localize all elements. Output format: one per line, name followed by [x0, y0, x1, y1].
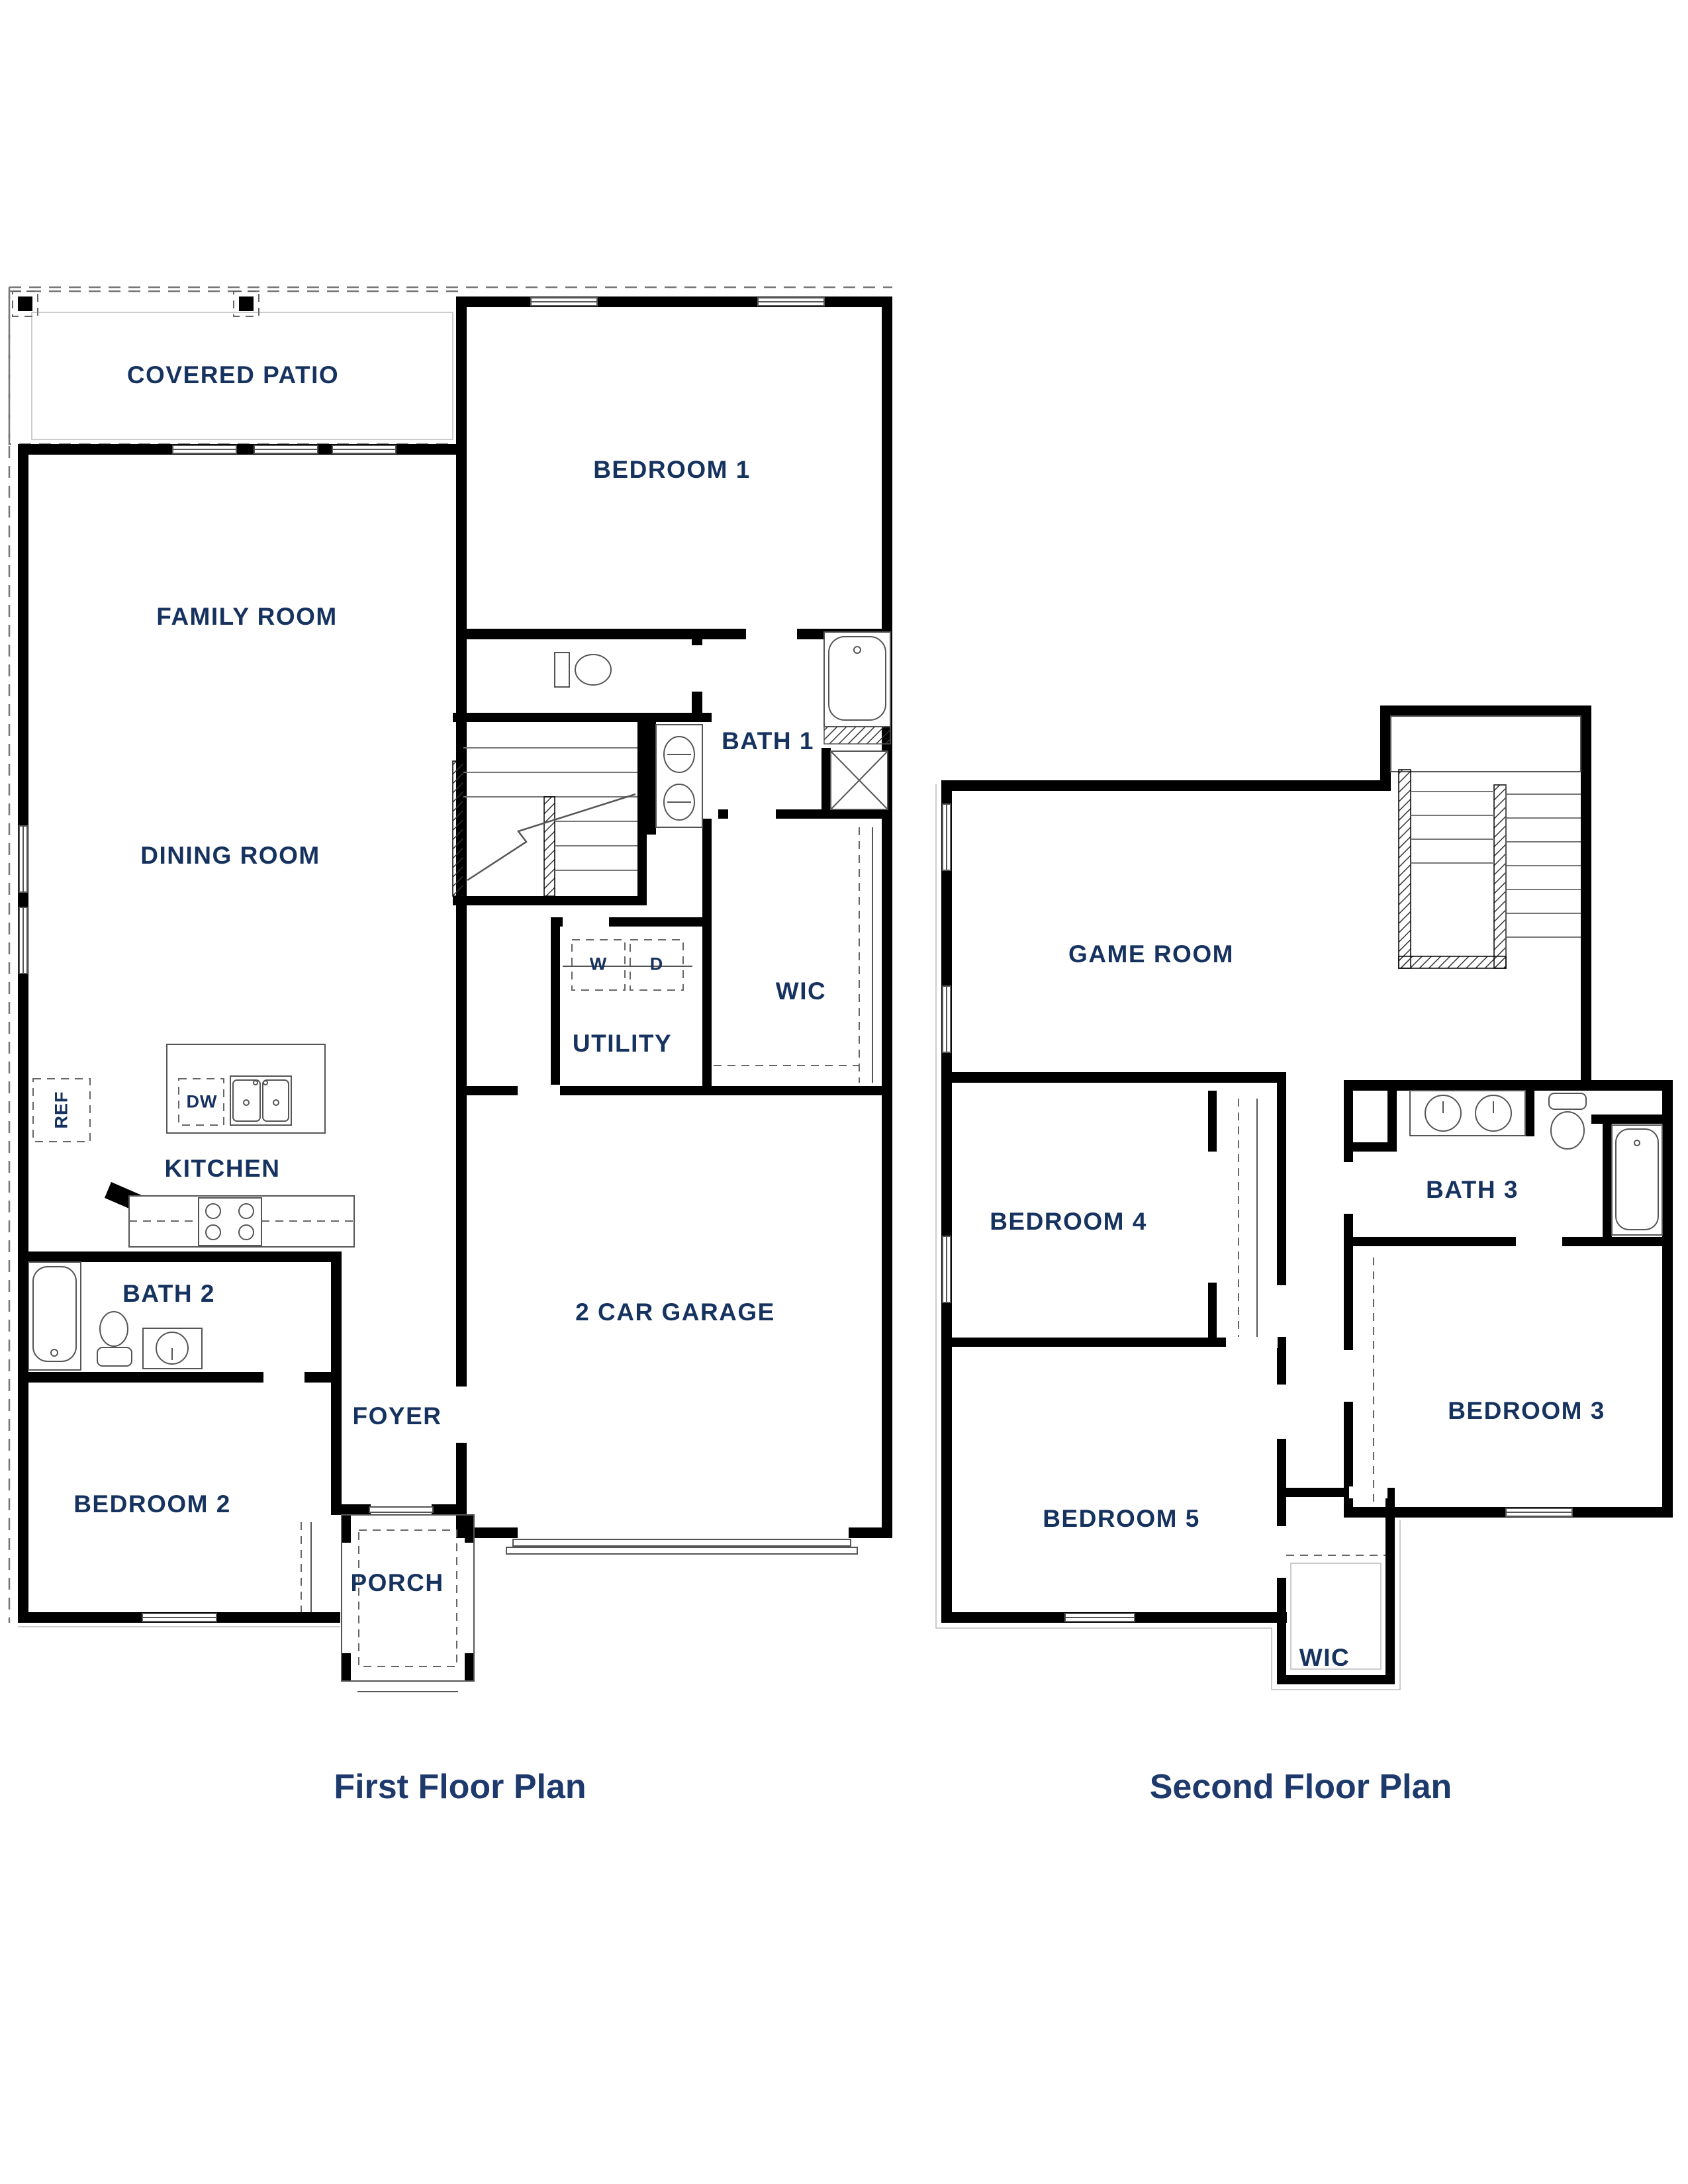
- room-label-wic-first-floor: WIC: [775, 978, 827, 1005]
- room-label-kitchen: KITCHEN: [164, 1155, 281, 1182]
- washer-label: W: [589, 954, 608, 974]
- bath1-shower: [830, 751, 888, 810]
- room-label-bedroom5: BEDROOM 5: [1043, 1505, 1200, 1532]
- second-floor-windows: [942, 803, 1573, 1622]
- stairs-first-floor: [452, 747, 637, 897]
- dishwasher-label: DW: [186, 1091, 218, 1112]
- washer-box: [571, 939, 626, 991]
- wic-closet-rod-lines: [714, 827, 873, 1083]
- dining-room-windows: [19, 825, 28, 974]
- bath2-toilet: [97, 1311, 132, 1367]
- room-label-family-room: FAMILY ROOM: [156, 603, 338, 630]
- second-floor-door-openings: [1226, 1162, 1562, 1578]
- porch-outline: [341, 1506, 475, 1692]
- room-label-game-room: GAME ROOM: [1068, 940, 1234, 968]
- room-label-bedroom2: BEDROOM 2: [73, 1490, 231, 1518]
- refrigerator-label: REF: [51, 1091, 71, 1129]
- first-floor-door-openings: [263, 627, 849, 1539]
- bath1-toilet: [554, 652, 612, 688]
- room-label-bath3: BATH 3: [1426, 1176, 1519, 1203]
- room-label-utility: UTILITY: [572, 1030, 673, 1057]
- room-label-bath1: BATH 1: [722, 727, 814, 754]
- bath3-vanity: [1409, 1090, 1526, 1136]
- first-floor-windows: [19, 297, 825, 1622]
- bedroom2-closet-lines: [301, 1522, 312, 1612]
- kitchen-range-counter: [128, 1195, 355, 1248]
- room-label-bedroom4: BEDROOM 4: [990, 1208, 1147, 1235]
- kitchen-island: [166, 1044, 326, 1134]
- roof-overhang-dashed-lines: [8, 286, 892, 1623]
- room-label-dining-room: DINING ROOM: [140, 842, 320, 869]
- room-label-porch: PORCH: [350, 1569, 444, 1596]
- garage-door: [506, 1539, 858, 1555]
- stairs-second-floor: [1390, 715, 1581, 969]
- first-floor-caption: First Floor Plan: [334, 1768, 586, 1806]
- wic2-closet-lines: [1286, 1555, 1385, 1670]
- room-label-wic-second-floor: WIC: [1299, 1644, 1350, 1671]
- patio-post: [239, 296, 254, 311]
- first-floor-plan: [8, 286, 892, 1692]
- dryer-box: [630, 939, 684, 991]
- room-label-foyer: FOYER: [352, 1402, 442, 1430]
- bedroom2-window: [142, 1613, 217, 1622]
- room-label-covered-patio: COVERED PATIO: [126, 361, 340, 388]
- second-floor-plan: [935, 705, 1673, 1690]
- room-label-garage: 2 CAR GARAGE: [575, 1298, 775, 1326]
- bath3-tub: [1611, 1124, 1663, 1236]
- bath2-tub: [28, 1261, 81, 1371]
- bath3-toilet: [1548, 1093, 1587, 1150]
- refrigerator-box: [32, 1078, 91, 1142]
- family-room-windows: [172, 445, 397, 454]
- patio-post: [18, 296, 32, 311]
- bath1-vanity: [655, 724, 703, 828]
- bedroom1-windows: [530, 297, 825, 306]
- room-label-bedroom3: BEDROOM 3: [1448, 1397, 1605, 1424]
- second-floor-caption: Second Floor Plan: [1149, 1768, 1452, 1806]
- second-floor-foundation-lines: [935, 784, 1401, 1690]
- bath1-tub: [823, 631, 891, 745]
- room-label-bath2: BATH 2: [122, 1280, 215, 1307]
- room-label-bedroom1: BEDROOM 1: [593, 456, 751, 483]
- dryer-label: D: [649, 954, 664, 974]
- bedroom4-closet-lines: [1238, 1099, 1258, 1337]
- second-floor-walls: [941, 705, 1673, 1684]
- bath2-sink: [142, 1328, 203, 1369]
- first-floor-walls: [18, 296, 892, 1681]
